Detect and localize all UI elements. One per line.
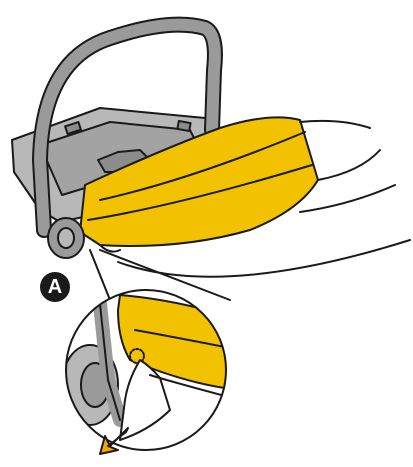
magnifier-lead — [90, 250, 110, 300]
handle-hub-inner — [58, 228, 74, 248]
seat-strap-slot — [177, 121, 190, 131]
step-label: A — [48, 276, 62, 298]
step-marker-a: A — [40, 272, 70, 302]
